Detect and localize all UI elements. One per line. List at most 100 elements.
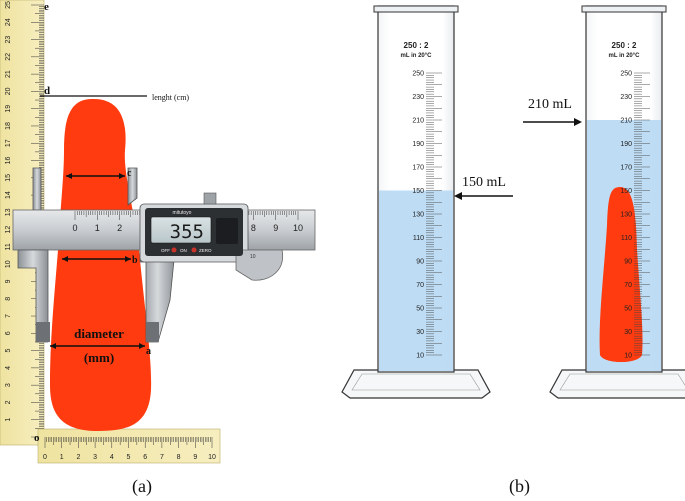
- horizontal-ruler-label: 10: [208, 454, 216, 461]
- vertical-ruler-label: 4: [5, 366, 12, 370]
- caliper-off-button: [171, 247, 177, 253]
- cylinder-capacity-label: 250 : 2: [404, 41, 429, 50]
- cylinder-rim: [581, 5, 667, 13]
- caliper-scale-label: 2: [117, 223, 122, 233]
- caliper-scale-label: 0: [72, 223, 77, 233]
- point-label-b: b: [132, 255, 138, 266]
- cylinder-base-inner: [351, 373, 481, 391]
- measurement-a: a diameter (mm): [50, 326, 151, 365]
- cylinder-scale-label: 10: [416, 353, 424, 360]
- cylinder-scale-label: 190: [412, 141, 424, 148]
- horizontal-ruler: 0 1 2 3 4 5 6 7 8 9 10: [37, 428, 221, 464]
- cylinder-scale-label: 70: [624, 282, 632, 289]
- volume-annotation-2: 210 mL: [523, 97, 582, 126]
- horizontal-ruler-label: 2: [76, 454, 80, 461]
- caliper-brand-label: mitutoyo: [173, 210, 192, 216]
- caption-a: (a): [132, 476, 152, 496]
- volume-annotation-1: 150 mL: [454, 175, 513, 200]
- caliper-scale-label: 1: [95, 223, 100, 233]
- vertical-ruler-label: 23: [5, 36, 12, 44]
- cylinder-scale-label: 250: [412, 71, 424, 78]
- cylinder-base: [341, 369, 491, 399]
- cylinder-scale-label: 30: [624, 329, 632, 336]
- caliper-jaw-tip-slide: [146, 322, 159, 342]
- cylinder-scale-label: 250: [620, 71, 632, 78]
- horizontal-ruler-label: 4: [110, 454, 114, 461]
- caliper-reading: 355: [170, 221, 204, 243]
- cylinder-rim: [373, 5, 459, 13]
- point-label-e: e: [44, 1, 49, 13]
- horizontal-ruler-label: 9: [193, 454, 197, 461]
- vertical-ruler-label: 9: [5, 279, 12, 283]
- horizontal-ruler-body: [37, 428, 221, 464]
- vertical-ruler-label: 25: [5, 1, 12, 9]
- vertical-ruler-label: 20: [5, 87, 12, 95]
- vertical-ruler-label: 15: [5, 174, 12, 182]
- horizontal-ruler-label: 5: [127, 454, 131, 461]
- caliper-jaw-tip-fixed: [36, 322, 50, 342]
- cylinder-scale-label: 90: [624, 259, 632, 266]
- horizontal-ruler-label: 7: [160, 454, 164, 461]
- vertical-ruler-label: 8: [5, 297, 12, 301]
- caliper-lcd: [150, 216, 212, 244]
- caliper-scale-label: 8: [251, 223, 256, 233]
- point-label-d: d: [44, 85, 50, 97]
- cylinder-sample: [599, 186, 643, 363]
- cylinder-scale-label: 90: [416, 259, 424, 266]
- caliper-upper-jaw-slide: [127, 167, 138, 206]
- cylinder-scale-label: 170: [620, 165, 632, 172]
- cylinder-base: [549, 369, 685, 399]
- horizontal-ruler-label: 8: [177, 454, 181, 461]
- cylinder-scale-label: 210: [620, 118, 632, 125]
- vertical-ruler-label: 14: [5, 191, 12, 199]
- caliper-on-label: ON: [180, 248, 187, 253]
- cylinder-scale-label: 130: [620, 212, 632, 219]
- vertical-ruler-label: 19: [5, 105, 12, 113]
- vertical-ruler-label: 21: [5, 70, 12, 78]
- cylinder-scale-label: 230: [620, 94, 632, 101]
- cylinder-scale-label: 170: [412, 165, 424, 172]
- point-label-c: c: [127, 168, 132, 179]
- cylinder-spec-label: mL in 20°C: [609, 53, 641, 59]
- cylinder-scale-label: 210: [412, 118, 424, 125]
- measurement-c: c: [66, 168, 132, 179]
- caliper-on-button: [191, 247, 197, 253]
- cylinder-scale-label: 150: [412, 188, 424, 195]
- cylinder-1: 250 : 2mL in 20°C25023021019017015013011…: [341, 5, 491, 399]
- cylinder-2: 250 : 2 mL in 20°C 250 230 210 190 170 150 130 11…: [549, 5, 685, 399]
- cylinder-scale-label: 190: [620, 141, 632, 148]
- caliper-scale-label: 10: [293, 223, 303, 233]
- horizontal-ruler-label: 0: [43, 454, 47, 461]
- cylinder-scale-label: 230: [412, 94, 424, 101]
- point-label-o: o: [34, 432, 40, 444]
- vertical-ruler-label: 3: [5, 383, 12, 387]
- horizontal-ruler-label: 3: [93, 454, 97, 461]
- cylinder-scale-label: 130: [412, 212, 424, 219]
- vertical-ruler-label: 10: [5, 260, 12, 268]
- vertical-ruler-label: 16: [5, 157, 12, 165]
- cylinder-scale-label: 10: [624, 353, 632, 360]
- vertical-ruler-label: 18: [5, 122, 12, 130]
- horizontal-ruler-label: 1: [60, 454, 64, 461]
- cylinder-water: [379, 190, 453, 371]
- caliper-dial-area: [216, 218, 238, 244]
- cylinder-base-inner: [559, 373, 685, 391]
- vertical-ruler-label: 13: [5, 208, 12, 216]
- panel-b: 250 : 2 mL in 20°C 250 230 210 190 170 150 130 11…: [341, 5, 685, 399]
- cylinder-capacity-label: 250 : 2: [612, 41, 637, 50]
- panel-a: 1234567891011121314151617181920212223242…: [0, 0, 316, 464]
- cylinder-scale-label: 110: [621, 235, 632, 242]
- caliper-scale-label: 9: [273, 223, 278, 233]
- cylinder-scale-label: 30: [416, 329, 424, 336]
- horizontal-ruler-label: 6: [143, 454, 147, 461]
- vertical-ruler-label: 17: [5, 139, 12, 147]
- vertical-ruler-label: 6: [5, 331, 12, 335]
- length-label: lenght (cm): [152, 93, 189, 102]
- diameter-unit-label: (mm): [84, 350, 114, 365]
- cylinder-scale-label: 150: [620, 188, 632, 195]
- caliper: 01238910 10 mitutoyo 355 OFF ON ZERO: [12, 167, 316, 343]
- vertical-ruler-label: 12: [5, 226, 12, 234]
- cylinder-scale-label: 110: [413, 235, 424, 242]
- cylinder-scale-label: 50: [416, 306, 424, 313]
